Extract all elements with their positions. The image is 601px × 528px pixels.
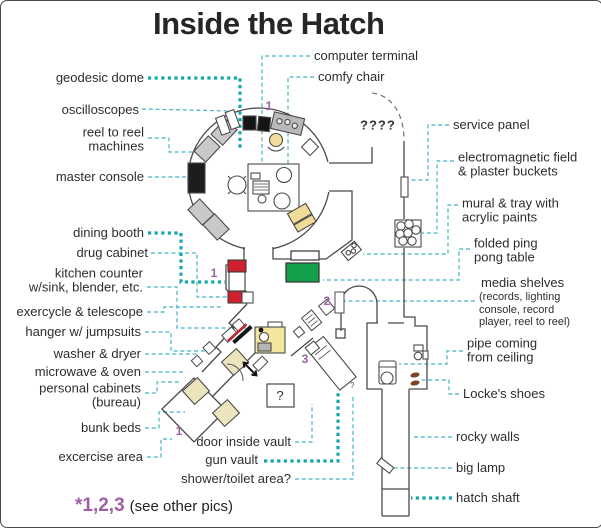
label-washer-dryer: washer & dryer — [53, 345, 141, 361]
marker-3-gun-vault: 3 — [301, 352, 309, 366]
label-shower-toilet: shower/toilet area? — [181, 470, 291, 486]
label-door-inside-vault: door inside vault — [196, 433, 291, 449]
label-hatch-shaft: hatch shaft — [456, 489, 520, 505]
label-comfy-chair: comfy chair — [318, 68, 385, 84]
label-kitchen-counter: kitchen counter w/sink, blender, etc. — [28, 265, 143, 295]
shaft-room-fixtures — [376, 344, 429, 475]
label-drug-cabinet: drug cabinet — [76, 244, 148, 260]
label-exercycle-telescope: exercycle & telescope — [16, 303, 143, 319]
marker-2-media: 2 — [323, 294, 331, 308]
lockes-shoes-shape — [410, 372, 420, 386]
pipe-shape — [413, 344, 429, 361]
label-media-shelves: media shelves — [481, 274, 565, 290]
label-electromagnetic-field: electromagnetic field & plaster buckets — [458, 149, 578, 179]
page-title: Inside the Hatch — [153, 6, 385, 41]
label-master-console: master console — [55, 168, 144, 184]
ping-pong-area — [285, 250, 320, 283]
dome-equipment — [187, 108, 320, 241]
label-reel-to-reel: reel to reel machines — [82, 124, 144, 154]
leader-lines-thick — [148, 76, 452, 500]
label-oscilloscopes: oscilloscopes — [61, 101, 139, 117]
label-rocky-walls: rocky walls — [456, 428, 520, 444]
bunk-beds-shape — [181, 347, 250, 428]
leader-lines-thin — [141, 55, 475, 480]
label-computer-terminal: computer terminal — [314, 47, 419, 63]
label-media-shelves-detail: (records, lighting console, record playe… — [479, 291, 571, 329]
gun-vault-query: ? — [350, 381, 355, 390]
question-room-label: ? — [276, 388, 283, 403]
unexplored-wall-arc — [371, 92, 405, 141]
label-pipe-from-ceiling: pipe coming from ceiling — [467, 335, 538, 365]
label-lockes-shoes: Locke's shoes — [463, 385, 545, 401]
question-room: ? — [266, 383, 295, 408]
label-mural-tray: mural & tray with acrylic paints — [462, 195, 559, 225]
footnote: *1,2,3(see other pics) — [75, 495, 233, 517]
media-shelves-shape — [292, 291, 345, 339]
drug-cabinet-shape — [241, 291, 254, 304]
plaster-buckets-shape — [394, 219, 422, 248]
label-personal-cabinets: personal cabinets (bureau) — [39, 380, 141, 410]
right-wall-fixtures — [340, 176, 422, 262]
label-excercise-area: excercise area — [58, 448, 143, 464]
label-microwave-oven: microwave & oven — [34, 363, 141, 379]
gun-vault-shape: ? — [304, 335, 357, 391]
footnote-text: (see other pics) — [129, 498, 234, 515]
label-ping-pong-table: folded ping pong table — [474, 235, 538, 265]
label-bunk-beds: bunk beds — [81, 419, 141, 435]
dome-door-east — [323, 162, 336, 192]
service-panel-shape — [400, 176, 409, 198]
ceiling-pipe-shape — [378, 360, 397, 385]
marker-1-booth: 1 — [210, 266, 218, 280]
label-big-lamp: big lamp — [456, 459, 506, 475]
label-dining-booth: dining booth — [73, 224, 144, 240]
vault-door-shape — [226, 355, 269, 382]
big-lamp-shape — [376, 457, 395, 475]
label-service-panel: service panel — [453, 116, 530, 132]
marker-1-exercise: 1 — [175, 424, 183, 438]
kitchen-counter-shape — [254, 321, 286, 354]
dome-door-south — [245, 242, 273, 254]
label-geodesic-dome: geodesic dome — [55, 69, 144, 85]
paint-tray-shape — [340, 240, 363, 262]
label-gun-vault: gun vault — [205, 451, 258, 467]
washer-dryer-shape — [190, 340, 217, 368]
unknown-area-label: ???? — [360, 117, 396, 133]
footnote-numbers: *1,2,3 — [75, 495, 125, 516]
exercycle-telescope-shape — [221, 318, 253, 345]
marker-1-dome: 1 — [265, 99, 273, 113]
label-hanger-jumpsuits: hanger w/ jumpsuits — [25, 323, 141, 339]
